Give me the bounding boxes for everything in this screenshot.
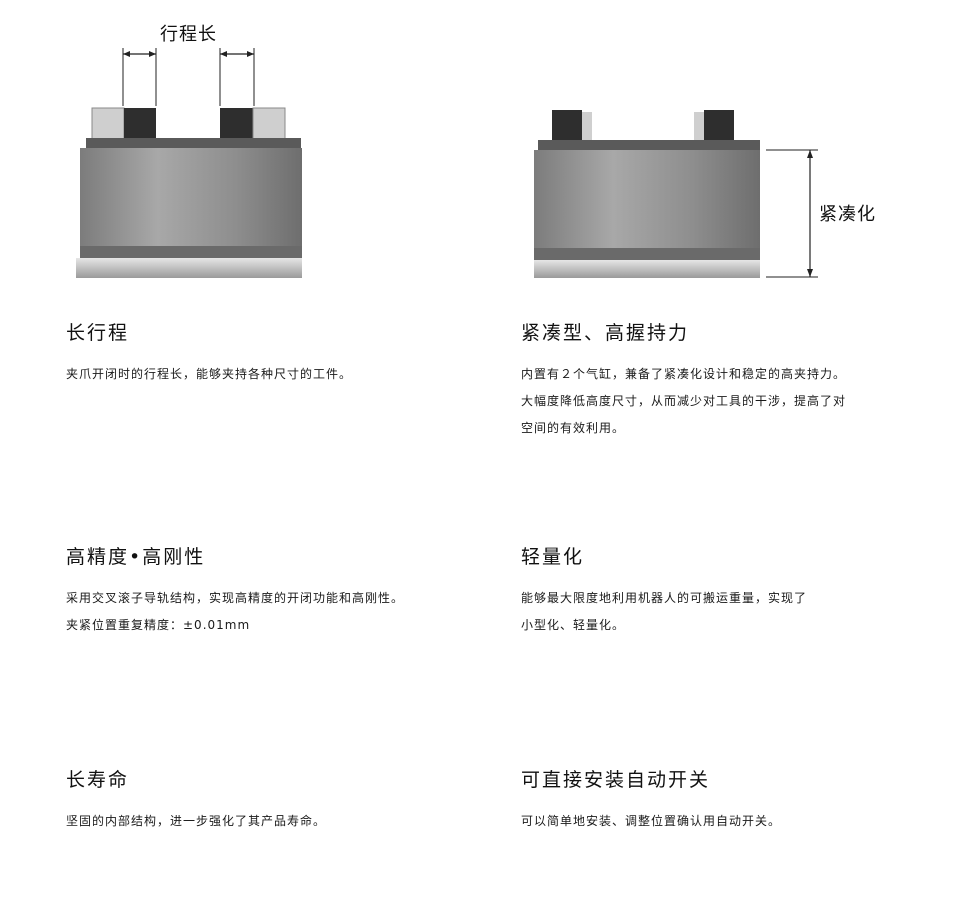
gripper-compact-figure	[528, 100, 828, 285]
feature-text: 小型化、轻量化。	[521, 618, 626, 632]
feature-text: 大幅度降低高度尺寸，从而减少对工具的干涉，提高了对	[521, 394, 847, 408]
feature-compact-high-grip: 紧凑型、高握持力 内置有２个气缸，兼备了紧凑化设计和稳定的高夹持力。 大幅度降低…	[521, 318, 921, 442]
gripper-open-illustration	[76, 48, 302, 278]
feature-text: 夹爪开闭时的行程长，能够夹持各种尺寸的工件。	[66, 367, 353, 381]
feature-text: 坚固的内部结构，进一步强化了其产品寿命。	[66, 814, 327, 828]
feature-text: 可以简单地安装、调整位置确认用自动开关。	[521, 814, 782, 828]
feature-text: 采用交叉滚子导轨结构，实现高精度的开闭功能和高刚性。	[66, 591, 405, 605]
feature-text: 空间的有效利用。	[521, 421, 626, 435]
feature-title: 高精度•高刚性	[66, 546, 206, 568]
compact-dimension-label: 紧凑化	[819, 204, 876, 225]
feature-text: 内置有２个气缸，兼备了紧凑化设计和稳定的高夹持力。	[521, 367, 847, 381]
feature-title: 可直接安装自动开关	[521, 769, 711, 791]
stroke-dimension-label: 行程长	[160, 24, 217, 45]
gripper-compact-illustration	[534, 110, 818, 278]
feature-auto-switch: 可直接安装自动开关 可以简单地安装、调整位置确认用自动开关。	[521, 765, 921, 835]
feature-title: 长寿命	[66, 769, 130, 791]
feature-title: 轻量化	[521, 546, 585, 568]
feature-long-stroke: 长行程 夹爪开闭时的行程长，能够夹持各种尺寸的工件。	[66, 318, 466, 388]
feature-high-precision: 高精度•高刚性 采用交叉滚子导轨结构，实现高精度的开闭功能和高刚性。 夹紧位置重…	[66, 542, 466, 639]
feature-title: 紧凑型、高握持力	[521, 322, 690, 344]
feature-text: 能够最大限度地利用机器人的可搬运重量，实现了	[521, 591, 808, 605]
feature-long-life: 长寿命 坚固的内部结构，进一步强化了其产品寿命。	[66, 765, 466, 835]
feature-title: 长行程	[66, 322, 130, 344]
feature-text: 夹紧位置重复精度：±0.01mm	[66, 618, 251, 632]
feature-lightweight: 轻量化 能够最大限度地利用机器人的可搬运重量，实现了 小型化、轻量化。	[521, 542, 921, 639]
gripper-open-figure	[66, 20, 326, 285]
